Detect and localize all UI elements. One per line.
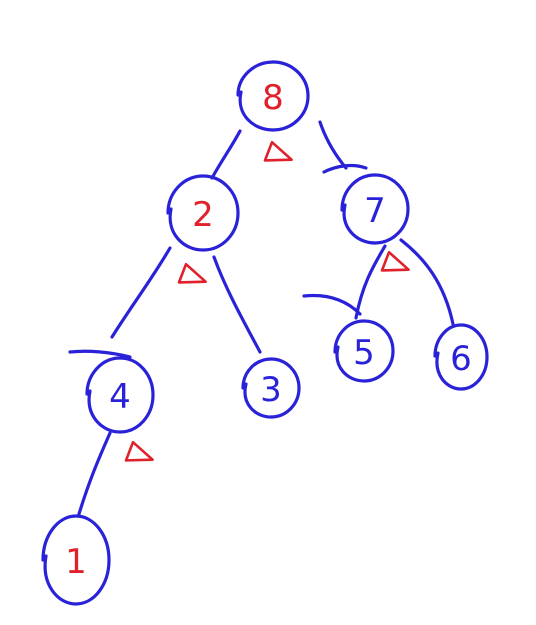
tree-node-3: 3	[241, 357, 301, 419]
tree-node-8: 8	[236, 60, 310, 132]
triangle-marker-n7	[380, 250, 410, 272]
edge-n8-n7	[318, 120, 368, 174]
markers-layer	[124, 140, 410, 462]
node-ring	[41, 514, 111, 606]
tree-node-2: 2	[166, 174, 240, 252]
node-ring	[333, 319, 395, 383]
node-ring	[85, 356, 155, 434]
edge-n7-n6	[399, 238, 455, 326]
edge-n8-n2	[210, 129, 242, 180]
node-label: 4	[109, 377, 131, 417]
node-label: 5	[353, 333, 375, 373]
tree-node-7: 7	[340, 173, 410, 245]
edges-layer	[68, 120, 455, 516]
edge-n2-n4	[68, 246, 172, 359]
tree-node-5: 5	[333, 319, 395, 383]
node-ring	[166, 174, 240, 252]
edge-n7-n5	[302, 244, 387, 320]
node-ring	[236, 60, 310, 132]
node-ring	[340, 173, 410, 245]
triangle-marker-n4	[124, 440, 154, 462]
triangle-marker-n2	[177, 262, 207, 284]
node-label: 6	[450, 339, 472, 379]
nodes-layer: 8 2 7 4 3 5 6 1	[41, 60, 489, 606]
tree-node-6: 6	[433, 323, 489, 391]
node-ring	[433, 323, 489, 391]
tree-node-1: 1	[41, 514, 111, 606]
triangle-marker-n8	[263, 140, 293, 162]
node-label: 3	[260, 370, 282, 410]
node-label: 8	[262, 78, 284, 118]
edge-n4-n1	[77, 431, 112, 516]
edge-n2-n3	[212, 255, 262, 354]
node-ring	[241, 357, 301, 419]
tree-node-4: 4	[85, 356, 155, 434]
node-label: 1	[65, 542, 87, 582]
node-label: 2	[192, 195, 214, 235]
node-label: 7	[364, 191, 386, 231]
